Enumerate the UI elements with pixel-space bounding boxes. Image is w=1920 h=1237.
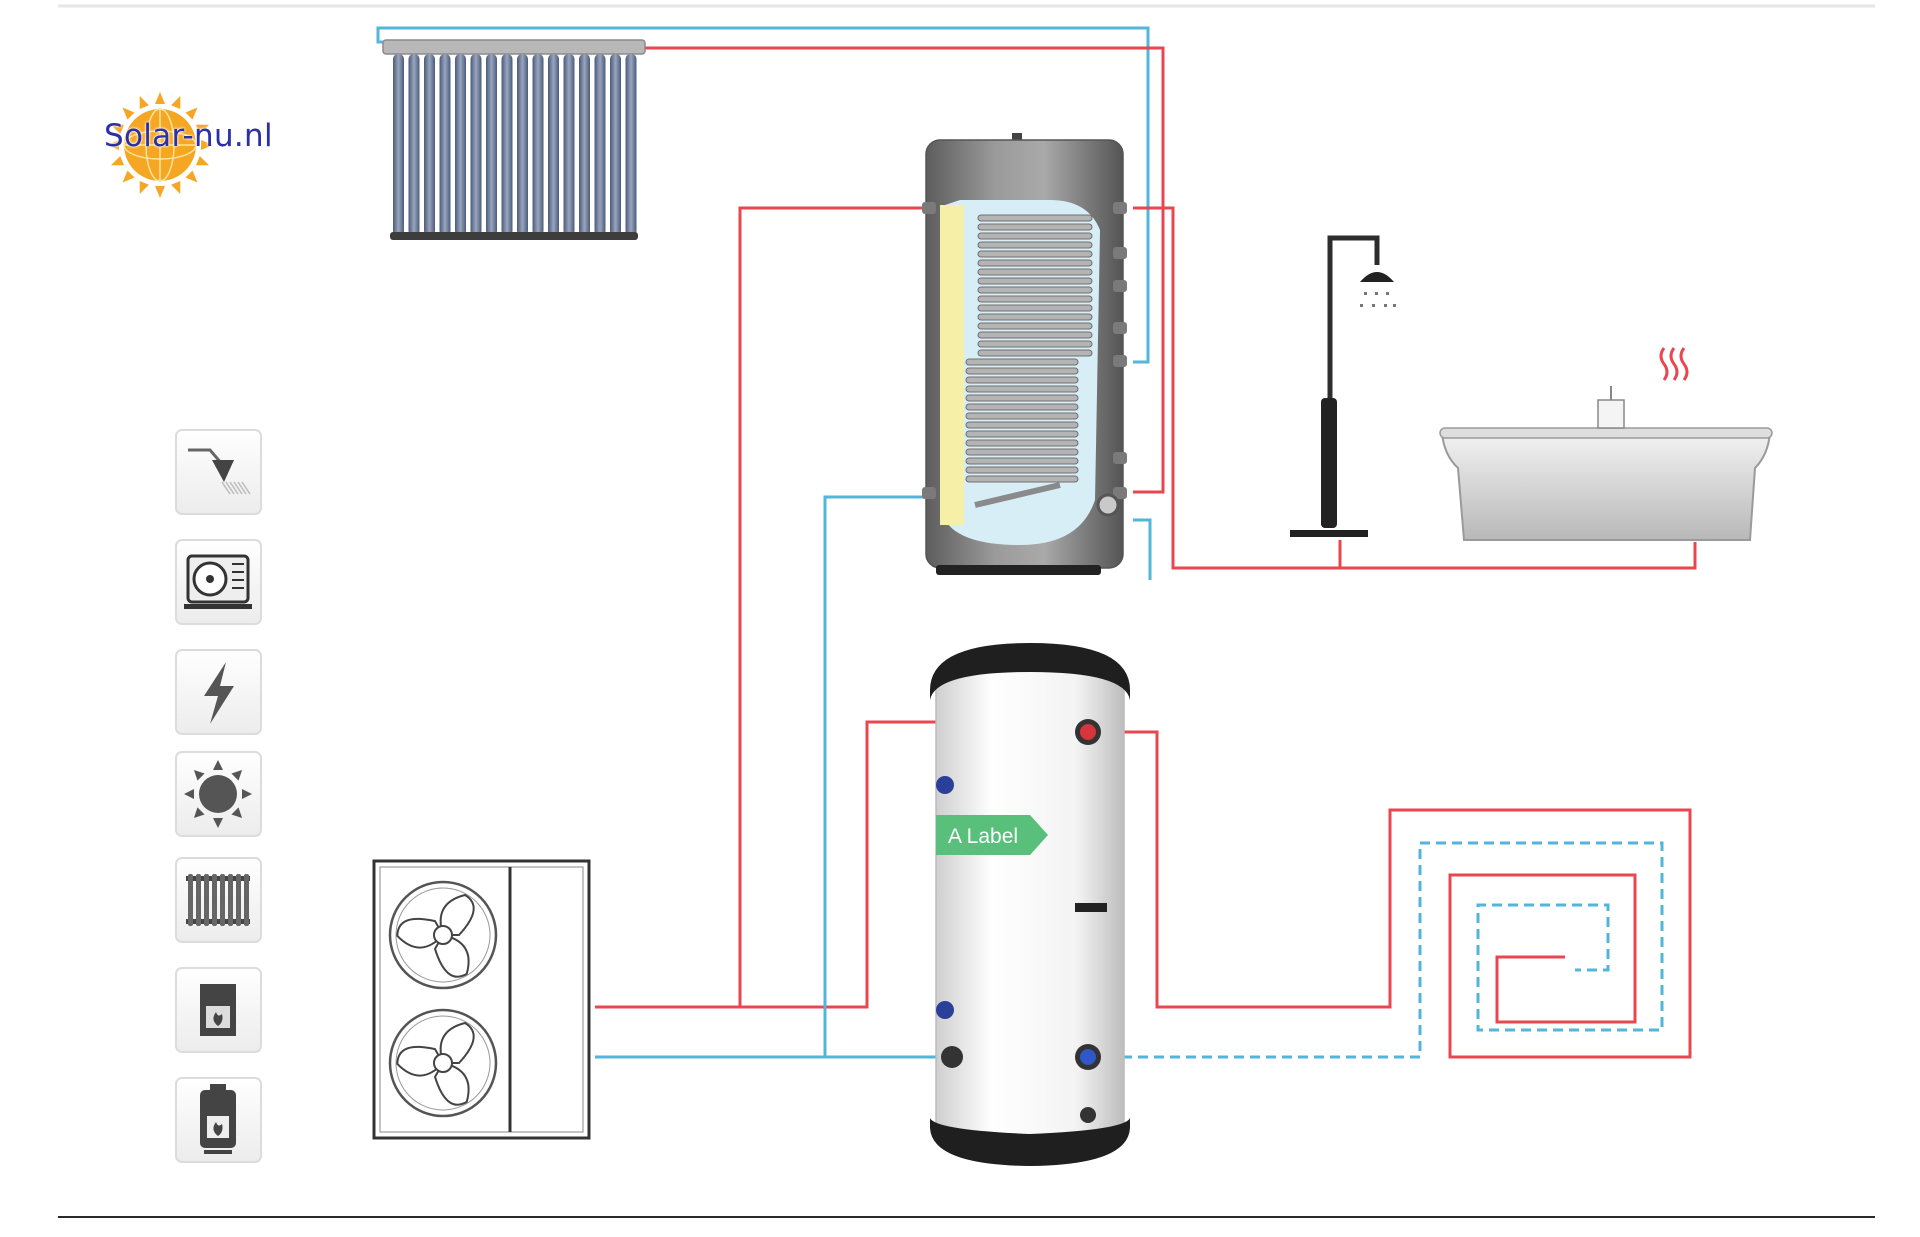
energy-source-icons	[175, 429, 262, 1163]
shower-water-drops	[1360, 292, 1396, 307]
bathtub	[1439, 347, 1773, 541]
coil-turn	[965, 430, 1079, 438]
coil-turn	[965, 475, 1079, 483]
coil-turn	[977, 331, 1093, 339]
collector-tube	[470, 54, 482, 236]
collector-tube	[610, 54, 621, 236]
solar-nu-logo: Solar-nu.nl	[100, 90, 310, 200]
shower-fixture	[1290, 235, 1396, 537]
heat-pump-unit	[372, 859, 591, 1140]
heat-pump-fans	[388, 880, 498, 1118]
tap-cold-pipe	[1133, 518, 1152, 580]
pipes	[376, 26, 1697, 1059]
floor-hot-supply-pipe	[1090, 730, 1692, 1059]
coil-turn	[965, 466, 1079, 474]
coil-turn	[977, 268, 1093, 276]
collector-tube	[517, 54, 528, 236]
tap-hot-pipe	[1133, 206, 1697, 570]
collector-tube	[501, 54, 513, 236]
collector-tube	[625, 54, 637, 236]
stove-icon	[175, 967, 262, 1053]
coil-turn	[977, 277, 1093, 285]
collector-tube	[532, 54, 544, 236]
collector-tube	[548, 54, 559, 236]
steam-icon	[1659, 347, 1689, 381]
tank-connections	[922, 202, 1127, 499]
coil-turn	[965, 376, 1079, 384]
fan-icon	[388, 880, 498, 990]
coil-turn	[977, 214, 1093, 222]
collector-tube	[424, 54, 435, 236]
collector-tube	[408, 54, 420, 236]
coil-turn	[965, 457, 1079, 465]
solar-collector	[382, 39, 646, 240]
coil-turn	[977, 241, 1093, 249]
collector-tube	[594, 54, 606, 236]
collector-tube	[393, 54, 404, 236]
collector-tube	[486, 54, 497, 236]
heatpump-hot-pipe	[595, 206, 935, 1009]
energy-label-text: A Label	[948, 825, 1018, 848]
buffer-hot-pipe	[740, 720, 940, 1009]
coil-turn	[977, 322, 1093, 330]
heat-pump-icon	[175, 539, 262, 625]
coil-turn	[977, 250, 1093, 258]
sun-icon	[175, 751, 262, 837]
solar-hot-pipe	[643, 46, 1165, 494]
floor-cold-return-pipe	[1090, 841, 1664, 1059]
coil-turn	[977, 313, 1093, 321]
boiler-icon	[175, 1077, 262, 1163]
coil-turn	[977, 259, 1093, 267]
coil-turn	[977, 304, 1093, 312]
collector-tubes	[393, 54, 637, 236]
coil-turn	[965, 448, 1079, 456]
solar-cold-pipe	[376, 26, 1150, 364]
energy-label-badge	[936, 815, 1048, 855]
collector-tube	[455, 54, 466, 236]
radiator-icon	[175, 857, 262, 943]
coil-turn	[965, 367, 1079, 375]
lightning-icon	[175, 649, 262, 735]
shower-icon	[175, 429, 262, 515]
collector-tube	[563, 54, 575, 236]
coil-turn	[977, 349, 1093, 357]
fan-icon	[388, 1008, 498, 1118]
coil-turn	[977, 223, 1093, 231]
coil-turn	[965, 439, 1079, 447]
coil-outlet	[974, 482, 1061, 508]
coil-turn	[965, 421, 1079, 429]
tank-heat-coil	[965, 214, 1093, 508]
coil-cold-return-pipe	[823, 495, 935, 1057]
coil-turn	[965, 412, 1079, 420]
coil-turn	[977, 340, 1093, 348]
coil-turn	[965, 385, 1079, 393]
coil-turn	[977, 295, 1093, 303]
coil-turn	[965, 394, 1079, 402]
logo-text: Solar-nu.nl	[104, 118, 273, 154]
solar-tank	[922, 133, 1127, 575]
coil-turn	[977, 286, 1093, 294]
sun-logo-icon	[107, 92, 213, 198]
tank-sensor-port	[1075, 903, 1107, 912]
collector-tube	[579, 54, 590, 236]
collector-tube	[439, 54, 451, 236]
coil-turn	[965, 358, 1079, 366]
coil-turn	[965, 403, 1079, 411]
coil-turn	[977, 232, 1093, 240]
buffer-tank: A Label	[930, 643, 1130, 1166]
